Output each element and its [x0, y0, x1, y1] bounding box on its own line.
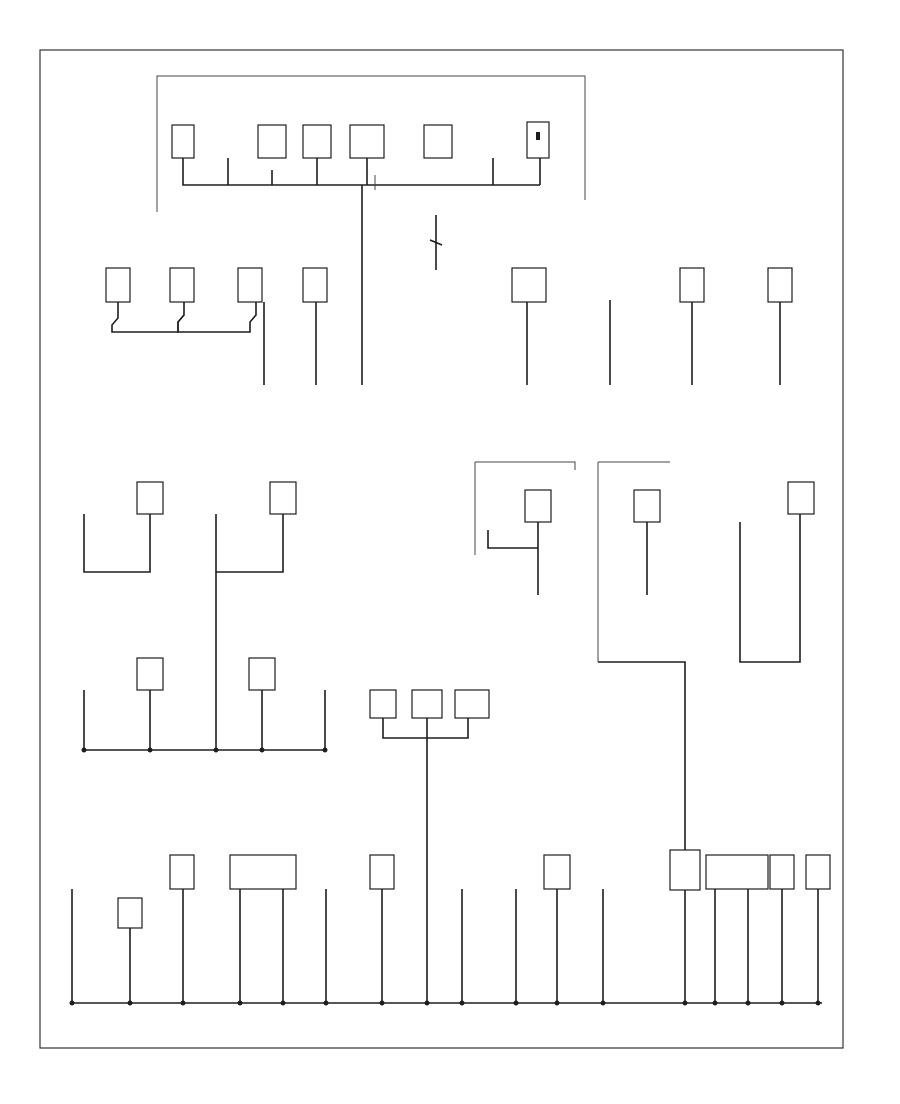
connector-box	[169, 854, 195, 890]
connector-box	[257, 124, 287, 159]
connector-box	[136, 481, 164, 515]
connector-box	[169, 267, 195, 303]
connector-box	[423, 124, 453, 159]
top-connector-row	[171, 121, 550, 159]
connector-box	[302, 124, 332, 159]
row2-switch	[429, 215, 443, 270]
top-ground-bus	[182, 158, 540, 186]
row4-mid-bus	[382, 718, 469, 739]
bottom-connectors	[117, 849, 831, 929]
diagram-frame	[39, 49, 844, 1049]
row3-right-bracket	[597, 461, 670, 662]
row2-bridge	[177, 302, 257, 333]
connector-pin	[536, 132, 540, 140]
row3-right-trunk	[598, 661, 686, 850]
connector-box	[454, 689, 490, 719]
connector-box	[237, 267, 263, 303]
connector-box	[411, 689, 443, 719]
row3-connectors	[136, 481, 815, 523]
connector-box	[349, 124, 385, 159]
row2-connectors	[105, 267, 793, 303]
row3-right-loop	[739, 514, 801, 663]
top-module-bracket	[156, 75, 586, 212]
top-drops	[227, 158, 541, 185]
connector-box	[369, 689, 397, 719]
connector-box	[117, 897, 143, 929]
bottom-bus-nodes	[69, 1000, 821, 1006]
connector-box	[511, 267, 547, 303]
connector-box	[769, 854, 795, 890]
connector-box	[543, 854, 571, 890]
connector-box	[787, 481, 815, 515]
connector-box	[105, 267, 131, 303]
connector-box	[705, 854, 769, 890]
row3-right-loop	[215, 514, 284, 573]
connector-box	[767, 267, 793, 303]
connector-box	[136, 657, 164, 691]
connector-box	[269, 481, 297, 515]
connector-box	[302, 267, 328, 303]
row3-left-loop	[83, 514, 151, 573]
connector-box	[524, 489, 552, 523]
connector-box	[369, 854, 395, 890]
connector-box	[669, 849, 701, 891]
bottom-drops	[71, 889, 819, 1003]
connector-box	[679, 267, 705, 303]
row3-bracket	[474, 461, 576, 555]
row4-drops	[149, 690, 263, 750]
row3-mid-group	[487, 522, 539, 595]
row4-ground-bus	[83, 690, 326, 751]
connector-box	[633, 489, 661, 523]
connector-box	[171, 124, 195, 159]
connector-box	[805, 854, 831, 890]
row4-connectors	[136, 657, 490, 719]
connector-box	[248, 657, 276, 691]
row2-left-pair	[111, 302, 185, 333]
connector-box	[229, 854, 297, 890]
